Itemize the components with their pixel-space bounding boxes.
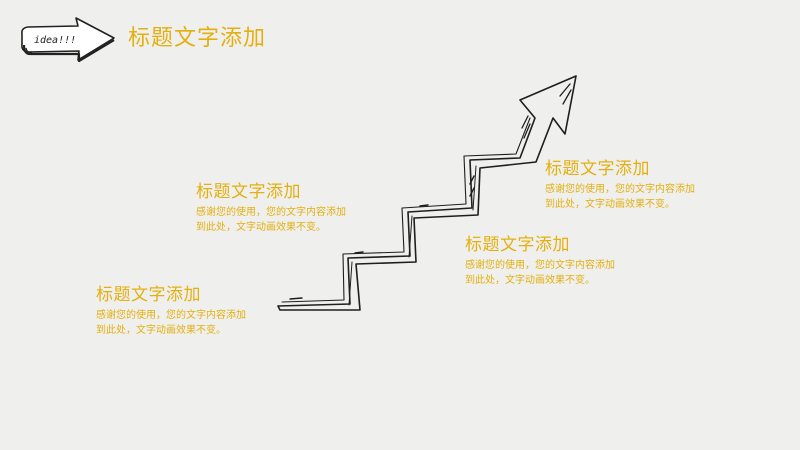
logo-text: idea!!!	[34, 35, 76, 46]
block-line: 感谢您的使用，您的文字内容添加	[465, 260, 615, 271]
block-line: 到此处，文字动画效果不变。	[465, 275, 595, 286]
block-body: 感谢您的使用，您的文字内容添加 到此处，文字动画效果不变。	[545, 182, 695, 212]
block-line: 到此处，文字动画效果不变。	[96, 325, 226, 336]
hand-drawn-arrow-icon: idea!!!	[21, 17, 115, 63]
block-body: 感谢您的使用，您的文字内容添加 到此处，文字动画效果不变。	[96, 308, 246, 338]
block-body: 感谢您的使用，您的文字内容添加 到此处，文字动画效果不变。	[196, 205, 346, 235]
block-title: 标题文字添加	[465, 235, 570, 255]
block-title: 标题文字添加	[96, 285, 201, 305]
block-line: 到此处，文字动画效果不变。	[196, 222, 326, 233]
text-block-1: 标题文字添加 感谢您的使用，您的文字内容添加 到此处，文字动画效果不变。	[96, 284, 246, 338]
block-line: 感谢您的使用，您的文字内容添加	[96, 310, 246, 321]
block-body: 感谢您的使用，您的文字内容添加 到此处，文字动画效果不变。	[465, 258, 615, 288]
block-line: 感谢您的使用，您的文字内容添加	[196, 207, 346, 218]
block-line: 感谢您的使用，您的文字内容添加	[545, 184, 695, 195]
page-title: 标题文字添加	[128, 26, 267, 51]
block-title: 标题文字添加	[545, 159, 650, 179]
text-block-3: 标题文字添加 感谢您的使用，您的文字内容添加 到此处，文字动画效果不变。	[465, 234, 615, 288]
block-title: 标题文字添加	[196, 182, 301, 202]
block-line: 到此处，文字动画效果不变。	[545, 199, 675, 210]
text-block-2: 标题文字添加 感谢您的使用，您的文字内容添加 到此处，文字动画效果不变。	[196, 181, 346, 235]
text-block-4: 标题文字添加 感谢您的使用，您的文字内容添加 到此处，文字动画效果不变。	[545, 158, 695, 212]
